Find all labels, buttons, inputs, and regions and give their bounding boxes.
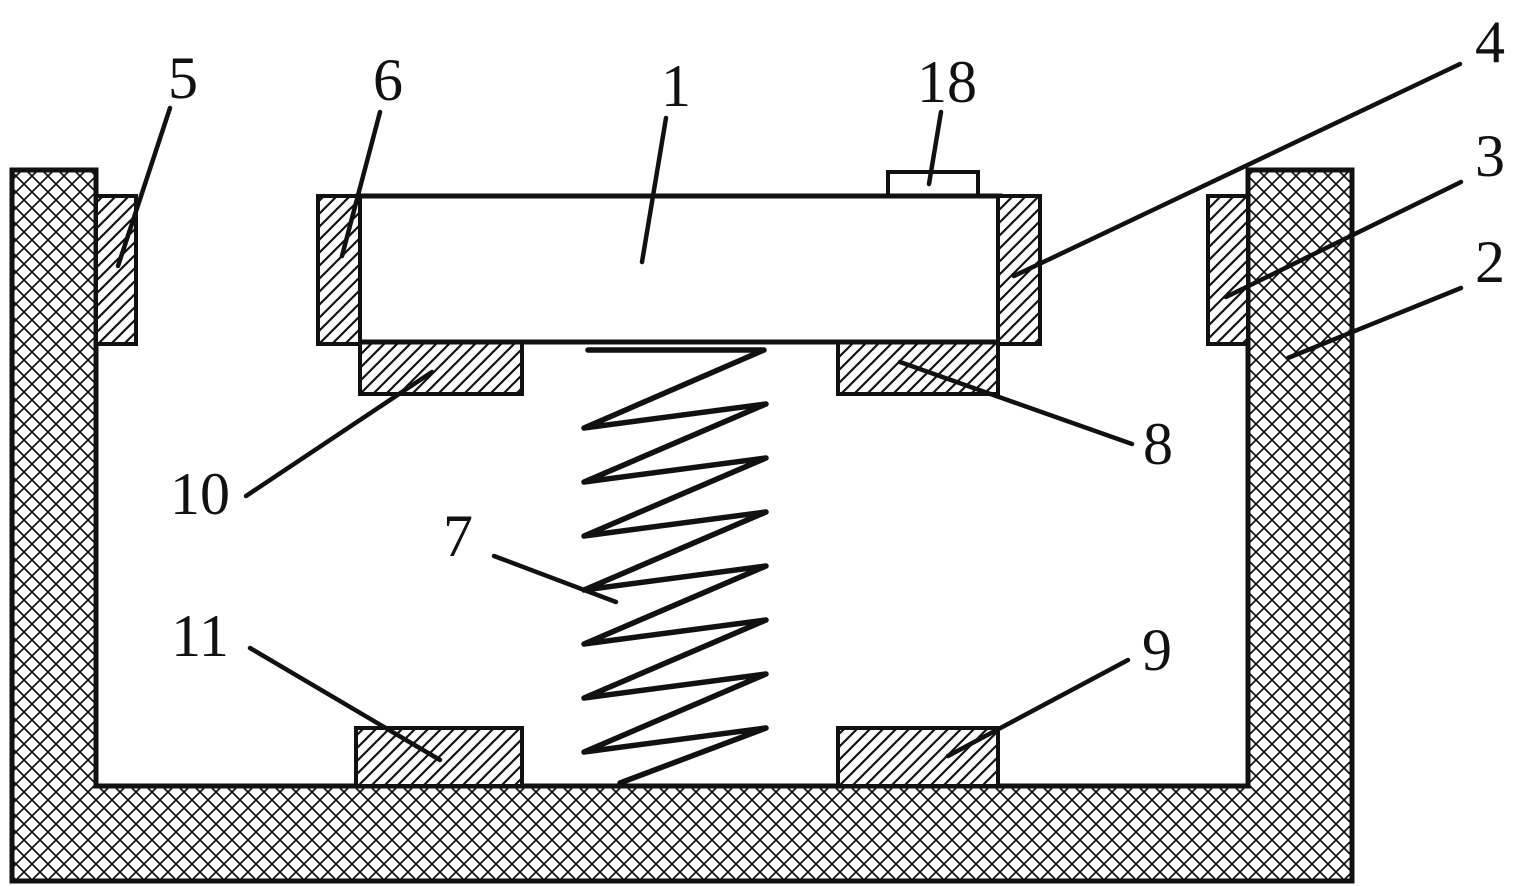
label-lower-left-block: 11: [171, 603, 229, 669]
label-top-sensor: 18: [917, 49, 977, 115]
leader-line-2: [1285, 285, 1464, 361]
label-housing: 2: [1475, 229, 1505, 295]
leader-line-6: [339, 109, 383, 259]
top-plate: [355, 193, 1003, 345]
right-wall-pad: [1206, 194, 1250, 346]
housing: [9, 167, 1355, 884]
leader-line-1: [639, 115, 669, 265]
label-left-wall-pad: 5: [168, 45, 198, 111]
leader-line-10: [243, 369, 435, 499]
leader-line-5: [115, 105, 173, 269]
label-spring: 7: [443, 503, 473, 569]
label-upper-right-block: 8: [1143, 411, 1173, 477]
label-upper-left-block: 10: [170, 461, 230, 527]
left-wall-pad: [94, 194, 138, 346]
label-top-plate: 1: [661, 53, 691, 119]
lower-right-block: [836, 726, 1000, 788]
label-plate-right-cap: 4: [1475, 9, 1505, 75]
leader-line-3: [1223, 179, 1464, 300]
plate-right-cap: [996, 194, 1042, 346]
leader-line-8: [897, 359, 1135, 447]
leader-line-4: [1011, 61, 1463, 279]
label-plate-left-cap: 6: [373, 47, 403, 113]
leader-line-9: [945, 657, 1131, 759]
leader-line-18: [926, 109, 944, 187]
leader-line-7: [491, 553, 619, 605]
label-right-wall-pad: 3: [1475, 123, 1505, 189]
leader-line-11: [247, 645, 443, 763]
label-lower-right-block: 9: [1142, 617, 1172, 683]
upper-left-block: [358, 340, 524, 396]
